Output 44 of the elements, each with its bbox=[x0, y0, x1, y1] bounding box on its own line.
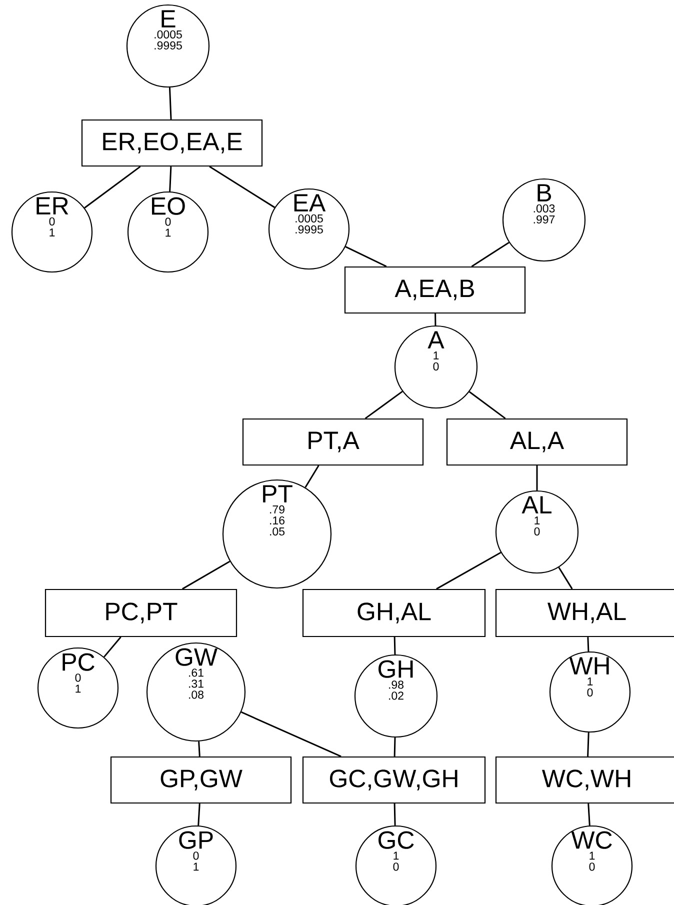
connector-line bbox=[588, 804, 590, 826]
connector-line bbox=[198, 804, 200, 826]
connector-line bbox=[587, 637, 590, 652]
rectangle-node: PT,A bbox=[242, 418, 424, 466]
connector-line bbox=[471, 242, 510, 268]
connector-line bbox=[436, 552, 502, 590]
circle-node: AL 1 0 bbox=[495, 490, 579, 574]
connector-line bbox=[394, 738, 396, 756]
circle-node: E .0005 .9995 bbox=[126, 4, 210, 88]
connector-line bbox=[240, 711, 342, 758]
rectangle-node: AL,A bbox=[446, 418, 628, 466]
circle-node: B .003 .997 bbox=[502, 178, 586, 262]
rectangle-node: PC,PT bbox=[44, 588, 238, 638]
connector-line bbox=[104, 636, 122, 658]
circle-node: A 1 0 bbox=[394, 325, 478, 409]
connector-line bbox=[168, 87, 172, 120]
rectangle-node: A,EA,B bbox=[344, 266, 526, 314]
connector-line bbox=[364, 390, 403, 420]
circle-node: GH .98 .02 bbox=[354, 654, 438, 738]
circle-node: EA .0005 .9995 bbox=[268, 188, 350, 270]
connector-line bbox=[468, 391, 506, 420]
rectangle-node: ER,EO,EA,E bbox=[81, 119, 263, 167]
connector-line bbox=[394, 804, 396, 826]
connector-line bbox=[84, 166, 141, 208]
connector-line bbox=[434, 314, 436, 326]
rectangle-node: GP,GW bbox=[110, 756, 292, 804]
connector-line bbox=[198, 741, 200, 756]
circle-node: PT .79 .16 .05 bbox=[222, 479, 332, 589]
connector-line bbox=[169, 166, 172, 192]
connector-line bbox=[394, 637, 396, 654]
circle-node: EO 0 1 bbox=[127, 191, 209, 273]
connector-line bbox=[587, 732, 590, 756]
connector-line bbox=[345, 246, 387, 268]
connector-line bbox=[304, 465, 320, 488]
connector-line bbox=[536, 466, 538, 490]
connector-line bbox=[558, 566, 573, 590]
connector-line bbox=[182, 560, 230, 590]
rectangle-node: GH,AL bbox=[302, 588, 486, 638]
circle-node: PC 0 1 bbox=[37, 647, 119, 729]
circle-node: ER 0 1 bbox=[11, 191, 93, 273]
connector-line bbox=[209, 166, 276, 208]
rectangle-node: GC,GW,GH bbox=[302, 756, 486, 804]
circle-node: GW .61 .31 .08 bbox=[146, 642, 246, 742]
circle-node: WH 1 0 bbox=[549, 651, 631, 733]
